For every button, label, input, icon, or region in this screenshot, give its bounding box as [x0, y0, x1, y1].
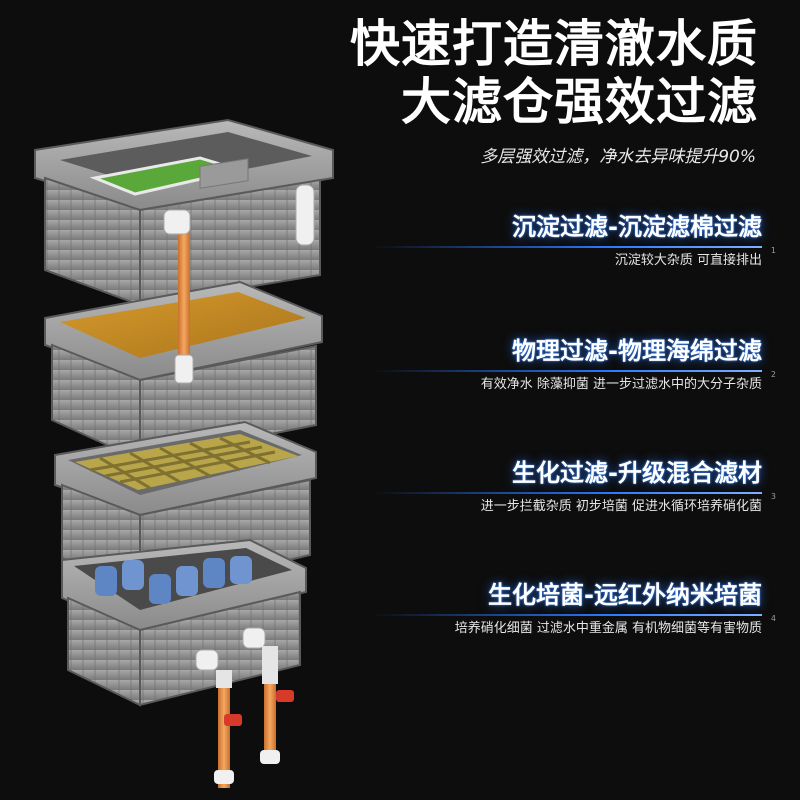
feature-desc: 有效净水 除藻抑菌 进一步过滤水中的大分子杂质 [480, 377, 762, 392]
feature-title: 生化培菌-远红外纳米培菌 [488, 581, 762, 609]
valve-right [276, 690, 294, 702]
feature-underline [372, 370, 762, 372]
feature-title: 物理过滤-物理海绵过滤 [512, 337, 762, 365]
feature-title: 沉淀过滤-沉淀滤棉过滤 [512, 213, 762, 241]
feature-number: 2 [770, 370, 776, 379]
headline-line-2: 大滤仓强效过滤 [401, 73, 758, 131]
feature-underline [372, 614, 762, 616]
valve-left [224, 714, 242, 726]
feature-2: 物理过滤-物理海绵过滤 有效净水 除藻抑菌 进一步过滤水中的大分子杂质 2 [342, 336, 776, 393]
feature-underline [372, 246, 762, 248]
feature-desc: 进一步拦截杂质 初步培菌 促进水循环培养硝化菌 [480, 499, 762, 514]
feature-desc: 沉淀较大杂质 可直接排出 [614, 253, 762, 268]
bio-rings [95, 556, 252, 604]
feature-3: 生化过滤-升级混合滤材 进一步拦截杂质 初步培菌 促进水循环培养硝化菌 3 [342, 458, 776, 515]
headline-subtitle: 多层强效过滤，净水去异味提升90% [480, 147, 756, 167]
inlet-pipe [163, 184, 315, 384]
media-blocks [75, 434, 298, 490]
feature-desc: 培养硝化细菌 过滤水中重金属 有机物细菌等有害物质 [454, 621, 762, 636]
feature-number: 1 [770, 246, 776, 255]
feature-title: 生化过滤-升级混合滤材 [512, 459, 762, 487]
headline-line-1: 快速打造清澈水质 [350, 15, 758, 73]
feature-1: 沉淀过滤-沉淀滤棉过滤 沉淀较大杂质 可直接排出 1 [342, 212, 776, 269]
feature-number: 4 [770, 614, 776, 623]
feature-underline [372, 492, 762, 494]
outlet-pipes [195, 627, 294, 788]
feature-number: 3 [770, 492, 776, 501]
tray-media [54, 420, 317, 597]
tray-bio [61, 538, 307, 707]
feature-4: 生化培菌-远红外纳米培菌 培养硝化细菌 过滤水中重金属 有机物细菌等有害物质 4 [342, 580, 776, 637]
